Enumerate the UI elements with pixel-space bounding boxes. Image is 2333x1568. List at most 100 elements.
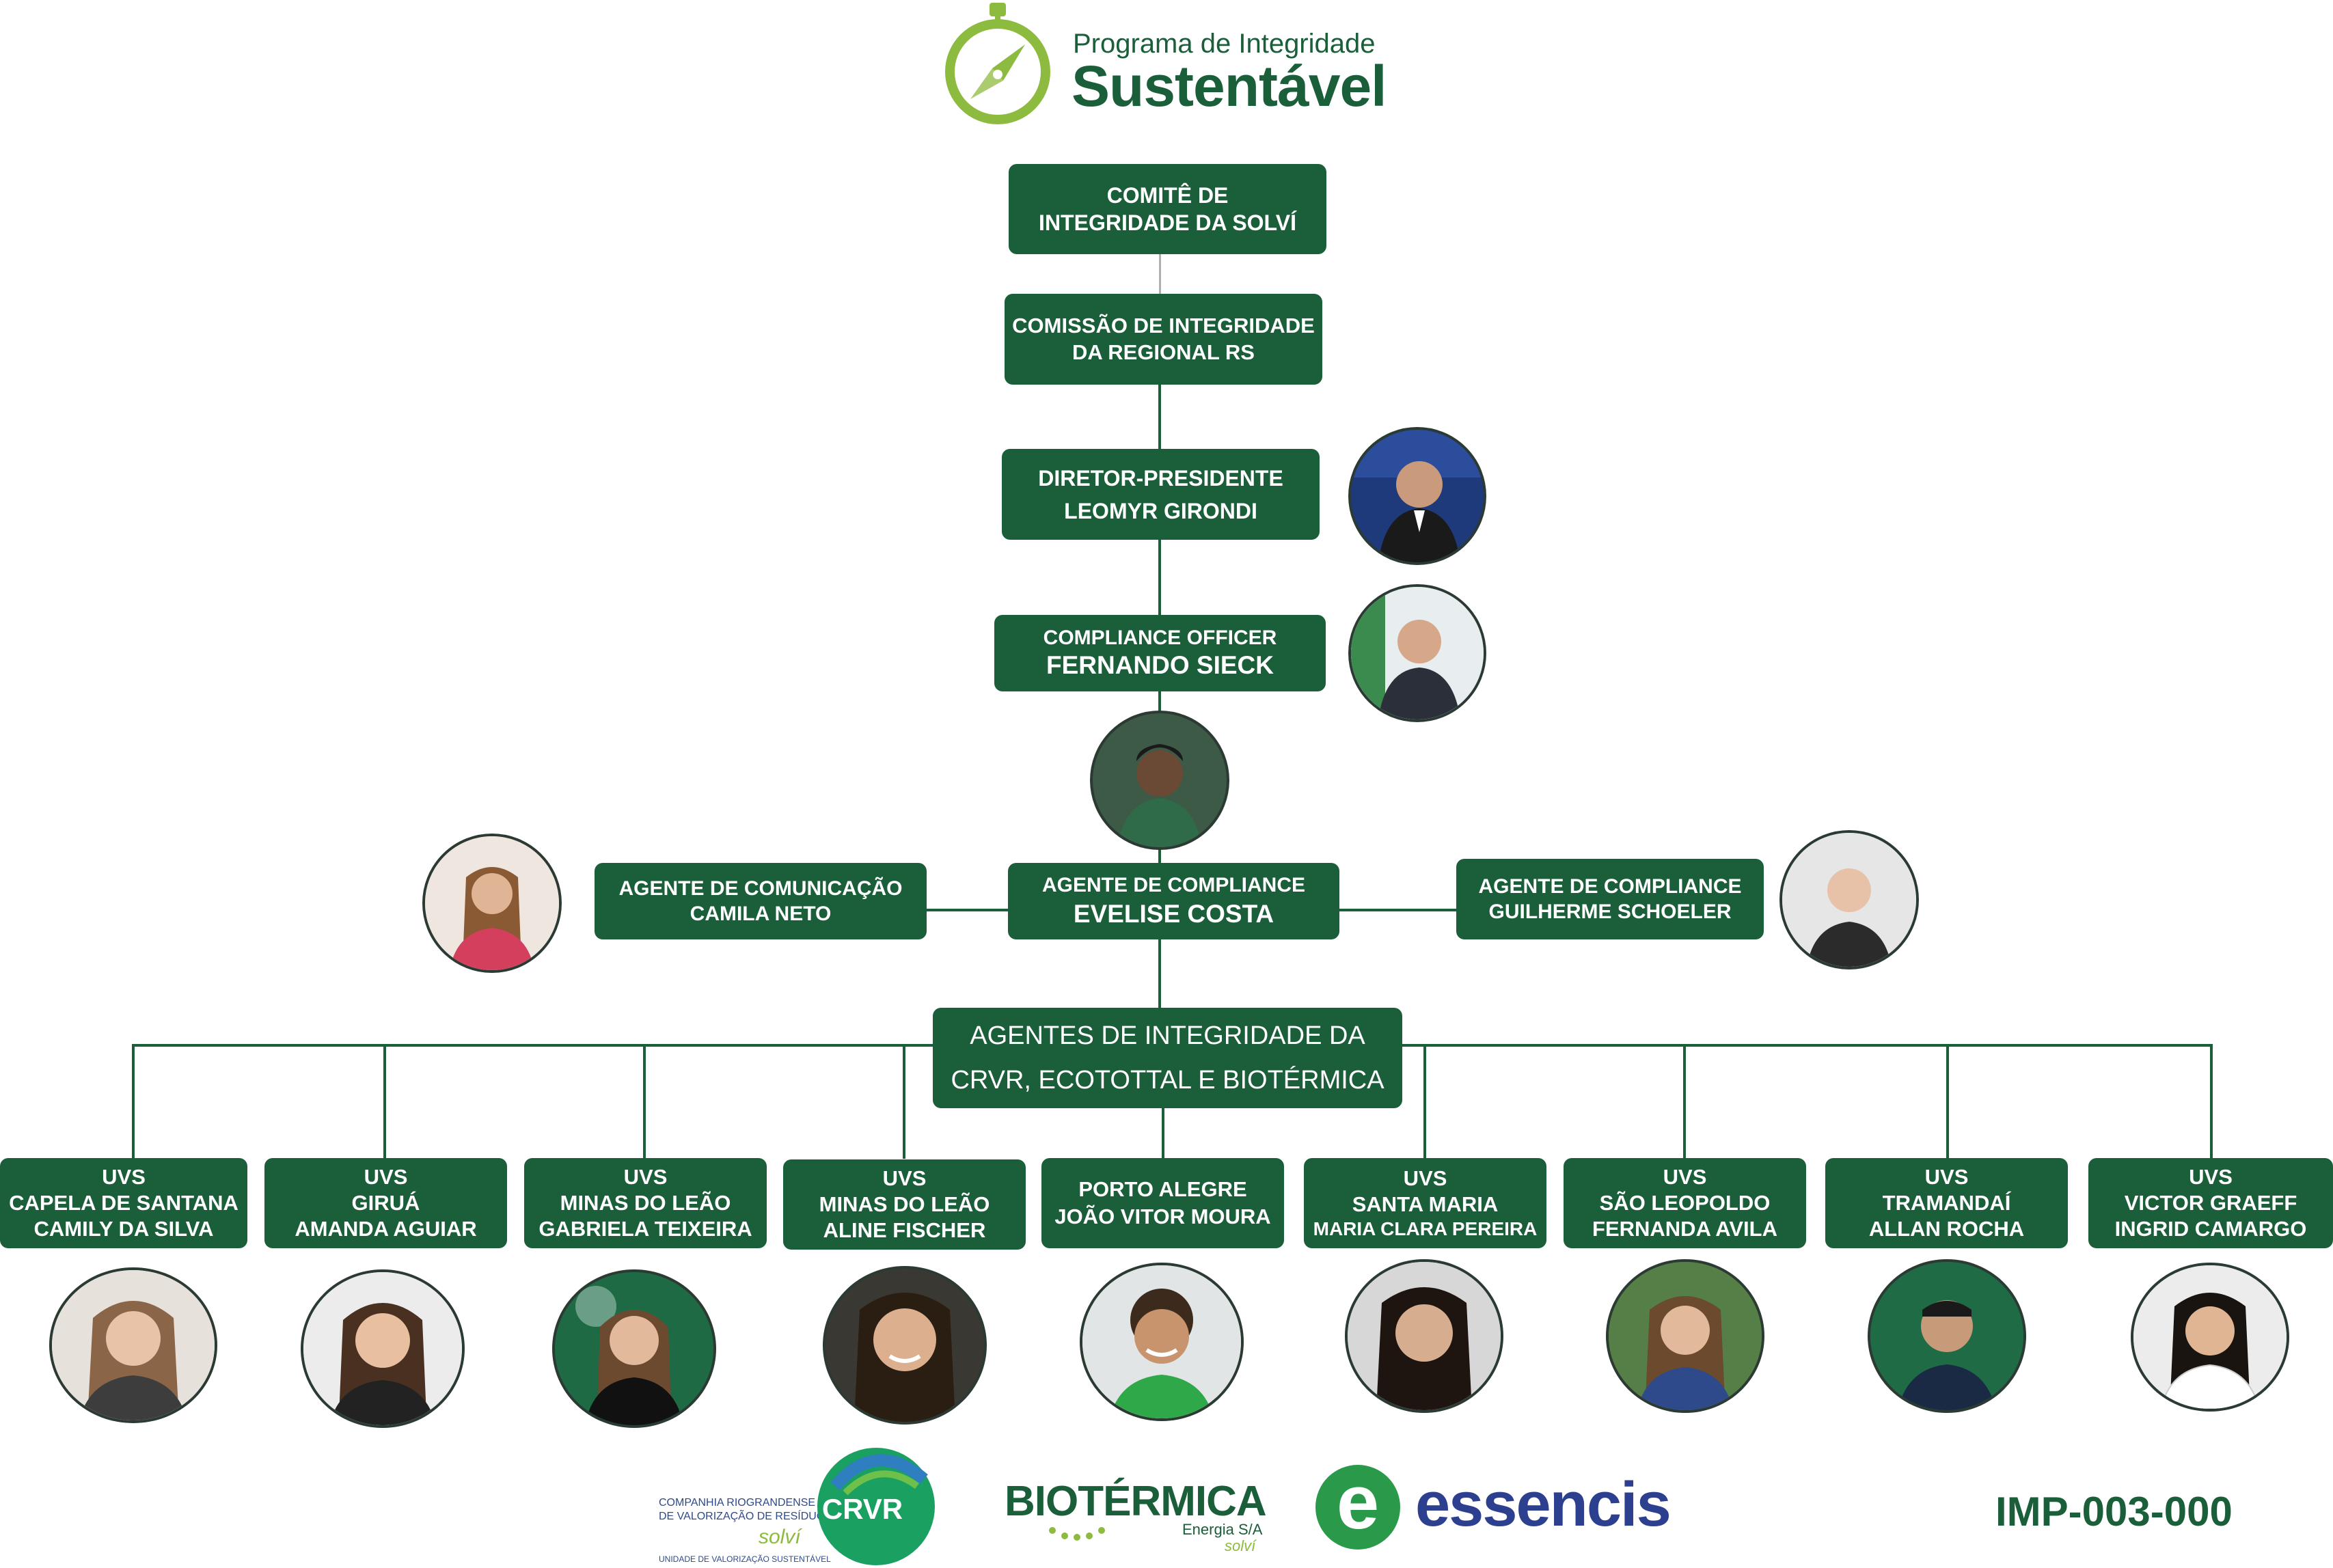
unit-person: ALINE FISCHER bbox=[823, 1218, 986, 1242]
director-box: DIRETOR-PRESIDENTE LEOMYR GIRONDI bbox=[1002, 449, 1320, 540]
unit-box: PORTO ALEGRE JOÃO VITOR MOURA bbox=[1041, 1158, 1284, 1248]
drop-line bbox=[132, 1044, 135, 1159]
connector-agent-integrity bbox=[1158, 937, 1161, 1009]
unit-person: CAMILY DA SILVA bbox=[33, 1216, 214, 1241]
compliance-officer-box: COMPLIANCE OFFICER FERNANDO SIECK bbox=[994, 615, 1326, 691]
drop-line bbox=[1423, 1044, 1426, 1159]
unit-person: JOÃO VITOR MOURA bbox=[1054, 1205, 1271, 1228]
unit-location: MINAS DO LEÃO bbox=[819, 1192, 990, 1217]
crvr-logo: COMPANHIA RIOGRANDENSE DE VALORIZAÇÃO DE… bbox=[656, 1445, 943, 1568]
unit-photo bbox=[49, 1267, 217, 1423]
connector-commission-director bbox=[1158, 385, 1161, 450]
unit-person: FERNANDA AVILA bbox=[1592, 1216, 1777, 1241]
connector-committee-commission bbox=[1159, 254, 1161, 295]
unit-location: SANTA MARIA bbox=[1352, 1192, 1499, 1216]
unit-photo bbox=[823, 1266, 987, 1425]
agent-compliance-right-photo bbox=[1779, 830, 1919, 969]
committee-line1: COMITÊ DE bbox=[1106, 183, 1229, 208]
drop-line bbox=[1946, 1044, 1949, 1159]
drop-line bbox=[383, 1044, 386, 1159]
unit-prefix: UVS bbox=[1924, 1165, 1969, 1189]
unit-box: UVS MINAS DO LEÃO GABRIELA TEIXEIRA bbox=[524, 1158, 767, 1248]
unit-person: GABRIELA TEIXEIRA bbox=[538, 1216, 752, 1241]
unit-photo bbox=[1345, 1259, 1503, 1413]
essencis-emblem-icon: e bbox=[1315, 1459, 1400, 1550]
drop-line bbox=[643, 1044, 646, 1159]
unit-prefix: UVS bbox=[2189, 1165, 2233, 1189]
agent-compliance-right-box: AGENTE DE COMPLIANCE GUILHERME SCHOELER bbox=[1456, 859, 1764, 939]
unit-person: ALLAN ROCHA bbox=[1868, 1216, 2025, 1241]
unit-box: UVS SANTA MARIA MARIA CLARA PEREIRA bbox=[1304, 1158, 1546, 1248]
committee-line2: INTEGRIDADE DA SOLVÍ bbox=[1039, 210, 1296, 235]
biotermica-name: BIOTÉRMICA bbox=[1005, 1478, 1267, 1525]
committee-box: COMITÊ DE INTEGRIDADE DA SOLVÍ bbox=[1009, 164, 1326, 254]
crvr-company-line2: DE VALORIZAÇÃO DE RESÍDUOS bbox=[659, 1511, 832, 1522]
unit-box: UVS GIRUÁ AMANDA AGUIAR bbox=[264, 1158, 507, 1248]
commission-box: COMISSÃO DE INTEGRIDADE DA REGIONAL RS bbox=[1005, 294, 1322, 385]
agent-communication-box: AGENTE DE COMUNICAÇÃO CAMILA NETO bbox=[595, 863, 927, 939]
essencis-letter: e bbox=[1336, 1459, 1380, 1545]
program-logo: Programa de Integridade Sustentável bbox=[936, 0, 1387, 137]
unit-person: INGRID CAMARGO bbox=[2114, 1216, 2307, 1241]
commission-line1: COMISSÃO DE INTEGRIDADE bbox=[1012, 313, 1315, 338]
director-title: DIRETOR-PRESIDENTE bbox=[1038, 465, 1283, 491]
commission-line2: DA REGIONAL RS bbox=[1072, 340, 1255, 364]
crvr-name: CRVR bbox=[821, 1493, 903, 1525]
unit-photo bbox=[2131, 1263, 2289, 1412]
document-code: IMP-003-000 bbox=[1995, 1489, 2233, 1535]
program-tagline: Programa de Integridade bbox=[1073, 29, 1376, 59]
agent-communication-photo bbox=[422, 834, 562, 973]
program-name: Sustentável bbox=[1072, 54, 1387, 118]
unit-box: UVS MINAS DO LEÃO ALINE FISCHER bbox=[783, 1159, 1026, 1250]
connector-left-agent bbox=[925, 909, 1009, 911]
unit-location: SÃO LEOPOLDO bbox=[1599, 1191, 1771, 1215]
compass-icon bbox=[945, 3, 1050, 124]
director-name: LEOMYR GIRONDI bbox=[1064, 498, 1257, 523]
unit-prefix: UVS bbox=[102, 1165, 146, 1189]
unit-prefix: UVS bbox=[1663, 1165, 1707, 1189]
unit-location: VICTOR GRAEFF bbox=[2124, 1191, 2297, 1215]
unit-location: GIRUÁ bbox=[351, 1191, 420, 1215]
crvr-solvi: solví bbox=[759, 1526, 801, 1548]
biotermica-dots-icon bbox=[1049, 1527, 1105, 1541]
essencis-logo: e essencis bbox=[1315, 1459, 1672, 1558]
biotermica-solvi: solví bbox=[1225, 1537, 1256, 1554]
integrity-agents-box: AGENTES DE INTEGRIDADE DA CRVR, ECOTOTTA… bbox=[933, 1008, 1402, 1108]
agent-compliance-title: AGENTE DE COMPLIANCE bbox=[1041, 874, 1306, 897]
unit-photo bbox=[1868, 1259, 2026, 1413]
officer-title: COMPLIANCE OFFICER bbox=[1043, 626, 1277, 649]
agent-compliance-right-title: AGENTE DE COMPLIANCE bbox=[1478, 875, 1742, 898]
unit-photo bbox=[552, 1269, 716, 1428]
essencis-name: essencis bbox=[1415, 1470, 1672, 1539]
unit-location: PORTO ALEGRE bbox=[1078, 1177, 1247, 1201]
agent-compliance-right-name: GUILHERME SCHOELER bbox=[1488, 900, 1732, 923]
unit-box: UVS VICTOR GRAEFF INGRID CAMARGO bbox=[2088, 1158, 2333, 1248]
crvr-company-line1: COMPANHIA RIOGRANDENSE bbox=[659, 1497, 816, 1509]
unit-person: AMANDA AGUIAR bbox=[295, 1216, 477, 1241]
agent-compliance-photo bbox=[1090, 711, 1229, 850]
unit-prefix: UVS bbox=[623, 1165, 668, 1189]
biotermica-sub: Energia S/A bbox=[1182, 1521, 1263, 1538]
unit-box: UVS TRAMANDAÍ ALLAN ROCHA bbox=[1825, 1158, 2068, 1248]
drop-line bbox=[2210, 1044, 2213, 1159]
unit-person: MARIA CLARA PEREIRA bbox=[1313, 1218, 1538, 1239]
compliance-officer-photo bbox=[1348, 584, 1486, 722]
unit-photo bbox=[1080, 1263, 1244, 1421]
officer-name: FERNANDO SIECK bbox=[1046, 650, 1274, 679]
unit-photo bbox=[301, 1269, 465, 1428]
agent-communication-title: AGENTE DE COMUNICAÇÃO bbox=[618, 877, 903, 900]
unit-prefix: UVS bbox=[1403, 1166, 1447, 1191]
connector-integrity-porto-alegre bbox=[1162, 1107, 1164, 1158]
integrity-agents-line1: AGENTES DE INTEGRIDADE DA bbox=[970, 1021, 1365, 1050]
unit-photo bbox=[1606, 1259, 1764, 1413]
crvr-unit-label: UNIDADE DE VALORIZAÇÃO SUSTENTÁVEL bbox=[659, 1554, 831, 1564]
unit-location: MINAS DO LEÃO bbox=[560, 1191, 731, 1215]
unit-prefix: UVS bbox=[364, 1165, 408, 1189]
agent-compliance-box: AGENTE DE COMPLIANCE EVELISE COSTA bbox=[1008, 863, 1339, 939]
unit-box: UVS CAPELA DE SANTANA CAMILY DA SILVA bbox=[0, 1158, 247, 1248]
connector-right-agent bbox=[1338, 909, 1457, 911]
drop-line bbox=[1683, 1044, 1686, 1159]
drop-line bbox=[903, 1044, 905, 1159]
crvr-emblem-icon bbox=[817, 1448, 935, 1565]
biotermica-logo: BIOTÉRMICA Energia S/A solví bbox=[1005, 1469, 1267, 1558]
